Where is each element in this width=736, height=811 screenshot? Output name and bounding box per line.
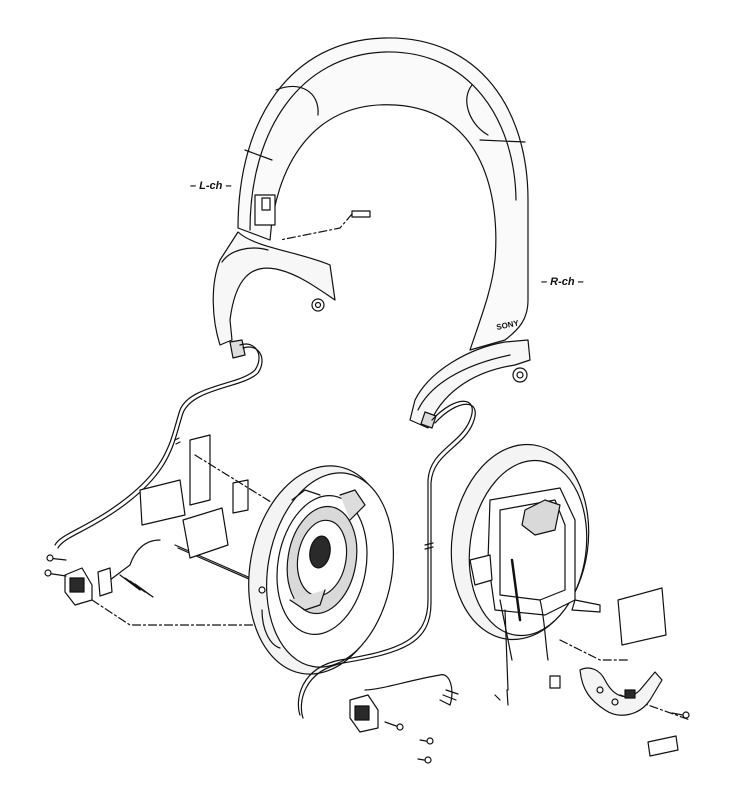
right-slider-arm — [410, 340, 530, 428]
right-hinge-screw — [513, 368, 527, 382]
left-slider-arm — [213, 232, 335, 358]
right-small-parts — [495, 588, 690, 756]
right-cable — [298, 401, 475, 718]
right-sheet — [618, 588, 666, 645]
left-cable-clip — [230, 340, 245, 358]
right-ear-cup — [439, 435, 601, 690]
left-cable — [55, 344, 262, 548]
headband-pad — [352, 211, 370, 217]
right-label-sheet — [648, 736, 678, 756]
left-hinge-screw — [312, 299, 324, 311]
left-channel-label: – L-ch – — [190, 180, 232, 192]
right-bracket — [580, 668, 689, 718]
left-ear-cup — [233, 454, 408, 685]
right-channel-label: – R-ch – — [541, 276, 584, 288]
left-sheets — [140, 435, 300, 558]
right-connector — [350, 675, 458, 763]
left-connector — [45, 555, 265, 625]
headband: SONY — [238, 38, 528, 350]
